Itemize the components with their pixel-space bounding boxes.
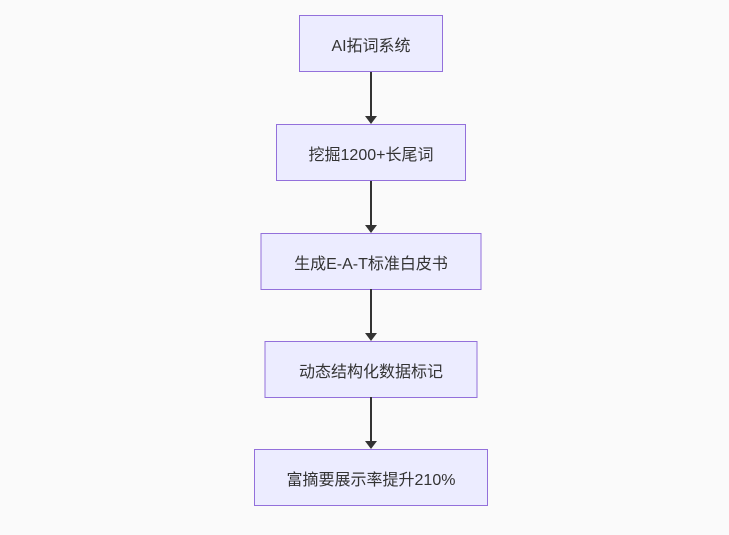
- arrow-line: [370, 289, 372, 333]
- arrow-line: [370, 72, 372, 116]
- arrow-n2-n3: [365, 181, 377, 233]
- arrow-n4-n5: [365, 397, 377, 449]
- flow-node-structured-data-markup: 动态结构化数据标记: [264, 341, 478, 398]
- arrow-n3-n4: [365, 289, 377, 341]
- arrow-head-icon: [365, 441, 377, 449]
- flow-node-ai-keyword-system: AI拓词系统: [299, 15, 443, 72]
- arrow-n1-n2: [365, 72, 377, 124]
- arrow-line: [370, 181, 372, 225]
- arrow-head-icon: [365, 333, 377, 341]
- flow-node-rich-snippet-rate: 富摘要展示率提升210%: [254, 449, 488, 506]
- arrow-line: [370, 397, 372, 441]
- arrow-head-icon: [365, 225, 377, 233]
- flow-node-longtail-mining: 挖掘1200+长尾词: [276, 124, 466, 181]
- arrow-head-icon: [365, 116, 377, 124]
- flow-node-eat-whitepaper: 生成E-A-T标准白皮书: [260, 233, 482, 290]
